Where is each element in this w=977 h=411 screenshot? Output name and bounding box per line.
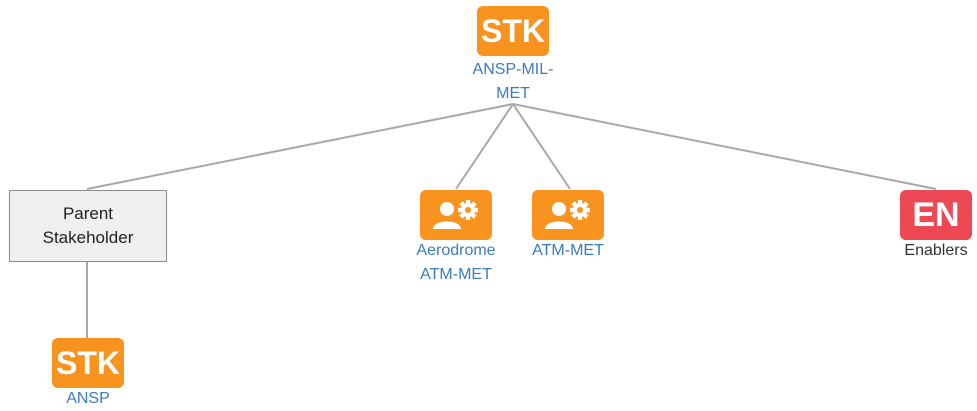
enablers-label: Enablers [904, 242, 968, 259]
root-label-line1: ANSP-MIL- [472, 61, 554, 78]
parent-stakeholder-box[interactable]: Parent Stakeholder [9, 190, 167, 262]
aerodrome-label-line1: Aerodrome [416, 242, 496, 259]
connector-root-enablers [512, 103, 937, 190]
connector-root-parent [86, 103, 514, 190]
root-label-line2: MET [496, 85, 530, 102]
atm-met-node[interactable]: ATM-MET [518, 190, 618, 263]
atm-met-label: ATM-MET [532, 242, 604, 259]
aerodrome-atm-met-node[interactable]: Aerodrome ATM-MET [400, 190, 512, 287]
stk-badge: STK [52, 338, 124, 388]
user-gear-icon [420, 190, 492, 240]
parent-box-line1: Parent [62, 204, 114, 223]
ansp-stakeholder-node[interactable]: STK ANSP [38, 338, 138, 411]
root-stakeholder-node[interactable]: STK ANSP-MIL- MET [463, 6, 563, 106]
en-badge: EN [900, 190, 972, 240]
aerodrome-label-line2: ATM-MET [420, 266, 492, 283]
stk-badge: STK [477, 6, 549, 56]
enablers-node[interactable]: EN Enablers [886, 190, 977, 263]
connector-root-aerodrome [455, 103, 514, 190]
ansp-label: ANSP [66, 390, 110, 407]
parent-box-line2: Stakeholder [42, 228, 134, 247]
connector-root-atm-met [512, 103, 571, 190]
user-gear-icon [532, 190, 604, 240]
